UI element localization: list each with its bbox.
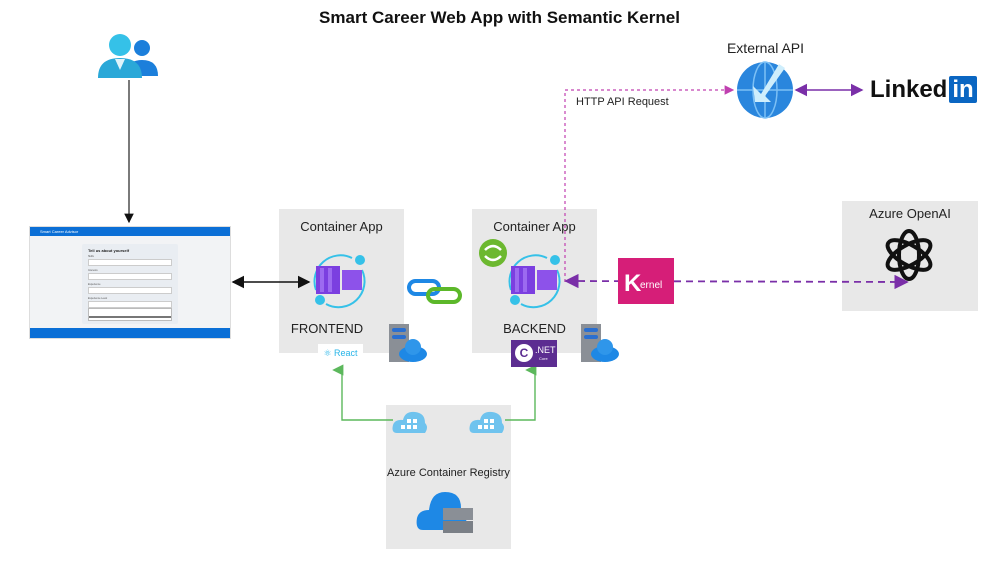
interests-input[interactable] — [88, 273, 172, 280]
app-screenshot[interactable]: Smart Career Advisor Tell us about yours… — [29, 226, 231, 339]
kernel-initial: K — [624, 270, 642, 297]
app-service-icon — [389, 324, 427, 362]
backend-container-label: Container App — [493, 219, 576, 234]
dotnet-core-badge: C .NET Core — [511, 340, 557, 367]
field-label: Skills — [88, 255, 94, 258]
linkedin-in-badge: in — [949, 76, 977, 103]
core-label: Core — [539, 356, 548, 361]
openai-logo-icon — [885, 229, 933, 281]
container-registry-cloud-icon — [392, 411, 427, 433]
react-icon: ⚛ — [323, 348, 332, 358]
frontend-container-label: Container App — [300, 219, 383, 234]
backend-openai-arrow — [564, 273, 909, 290]
registry-to-backend-line — [505, 364, 537, 421]
kernel-label: ernel — [640, 280, 663, 291]
container-registry-cloud-icon — [469, 411, 504, 433]
dropdown-list[interactable] — [88, 308, 172, 321]
globe-icon — [737, 61, 793, 119]
profile-form: Tell us about yourself Skills Interests … — [82, 244, 178, 324]
external-api-label: External API — [726, 40, 805, 56]
skills-input[interactable] — [88, 259, 172, 266]
field-label: Experience Level — [88, 297, 108, 300]
react-label: React — [334, 348, 358, 358]
experience-input[interactable] — [88, 287, 172, 294]
csharp-icon: C — [515, 344, 533, 362]
app-header: Smart Career Advisor — [30, 227, 230, 236]
experience-level-select[interactable] — [88, 301, 172, 308]
registry-label: Azure Container Registry — [387, 467, 510, 479]
dotnet-label: .NET — [535, 345, 556, 355]
diagram-title: Smart Career Web App with Semantic Kerne… — [319, 8, 680, 27]
field-label: Interests — [88, 269, 98, 272]
app-footer — [30, 328, 230, 338]
container-apps-icon — [508, 254, 561, 309]
link-icon — [407, 279, 462, 304]
http-api-request-line — [564, 85, 735, 282]
container-apps-icon — [313, 254, 366, 309]
frontend-label: FRONTEND — [290, 321, 364, 336]
semantic-kernel-icon: K ernel — [618, 258, 674, 304]
openai-label: Azure OpenAI — [869, 206, 951, 221]
api-management-icon — [479, 239, 507, 267]
app-service-icon — [581, 324, 619, 362]
field-label: Experience — [88, 283, 101, 286]
backend-label: BACKEND — [503, 321, 566, 336]
azure-container-registry-icon — [416, 492, 473, 533]
react-badge: ⚛ React — [318, 344, 363, 362]
http-api-request-label: HTTP API Request — [576, 96, 669, 108]
form-heading: Tell us about yourself — [88, 248, 130, 253]
openai-box — [842, 201, 978, 311]
users-icon — [98, 34, 158, 78]
registry-to-frontend-line — [332, 364, 393, 421]
linkedin-text: Linked — [870, 76, 948, 103]
